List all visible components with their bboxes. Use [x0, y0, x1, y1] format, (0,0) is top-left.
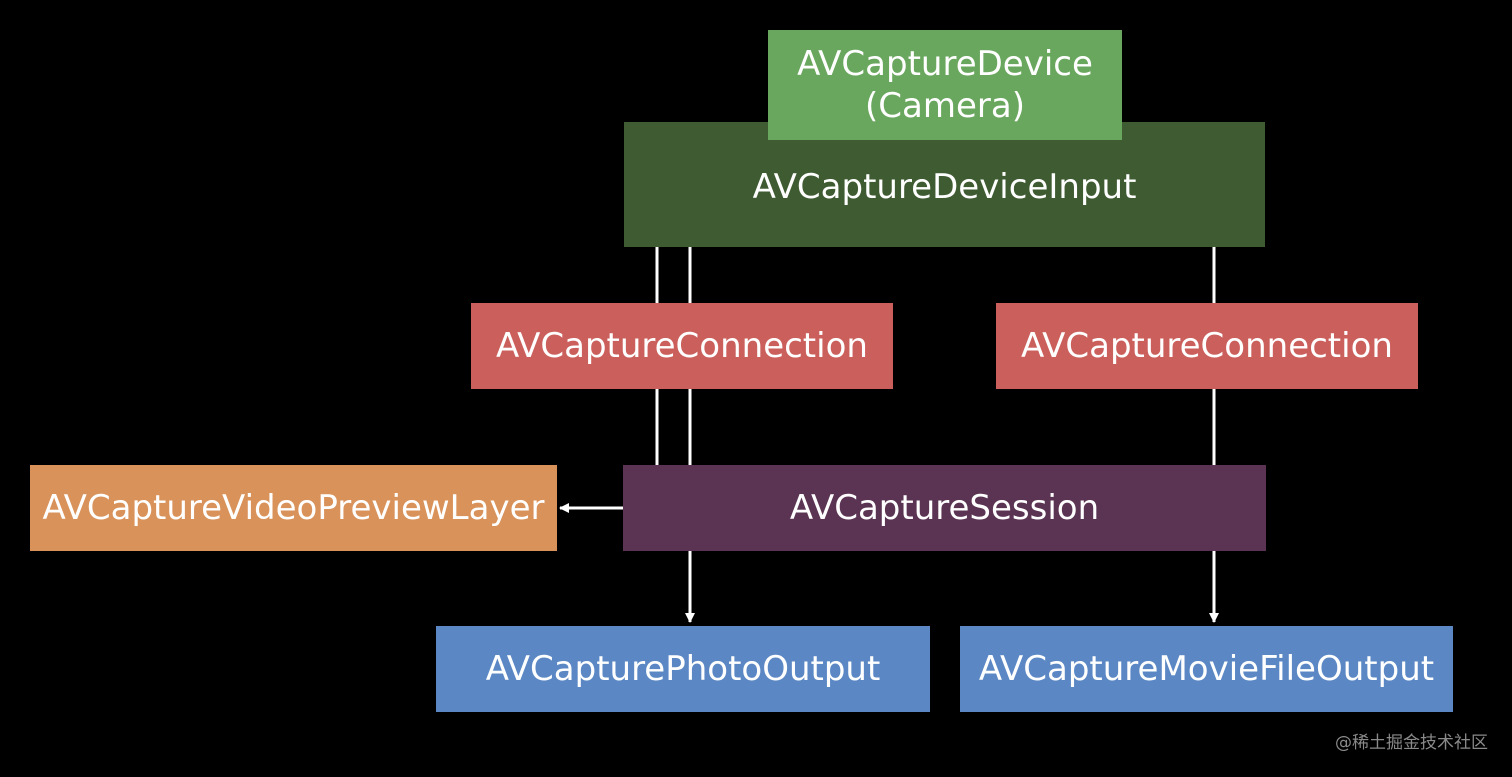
preview-layer-label: AVCaptureVideoPreviewLayer	[42, 488, 545, 528]
preview-layer-node: AVCaptureVideoPreviewLayer	[30, 465, 557, 551]
session-label: AVCaptureSession	[789, 488, 1100, 528]
device-node: AVCaptureDevice (Camera)	[768, 30, 1122, 140]
device-input-label: AVCaptureDeviceInput	[752, 166, 1137, 207]
movie-output-node: AVCaptureMovieFileOutput	[960, 626, 1453, 712]
connection-right-label: AVCaptureConnection	[1021, 326, 1393, 366]
session-node: AVCaptureSession	[623, 465, 1266, 551]
photo-output-label: AVCapturePhotoOutput	[485, 649, 881, 689]
device-sublabel: (Camera)	[865, 86, 1025, 126]
photo-output-node: AVCapturePhotoOutput	[436, 626, 930, 712]
connection-node-right: AVCaptureConnection	[996, 303, 1418, 389]
movie-output-label: AVCaptureMovieFileOutput	[978, 649, 1435, 689]
device-input-node: AVCaptureDeviceInput	[624, 122, 1265, 247]
connection-left-label: AVCaptureConnection	[496, 326, 868, 366]
connection-node-left: AVCaptureConnection	[471, 303, 893, 389]
watermark: @稀土掘金技术社区	[1335, 733, 1488, 753]
device-label: AVCaptureDevice	[797, 44, 1093, 84]
